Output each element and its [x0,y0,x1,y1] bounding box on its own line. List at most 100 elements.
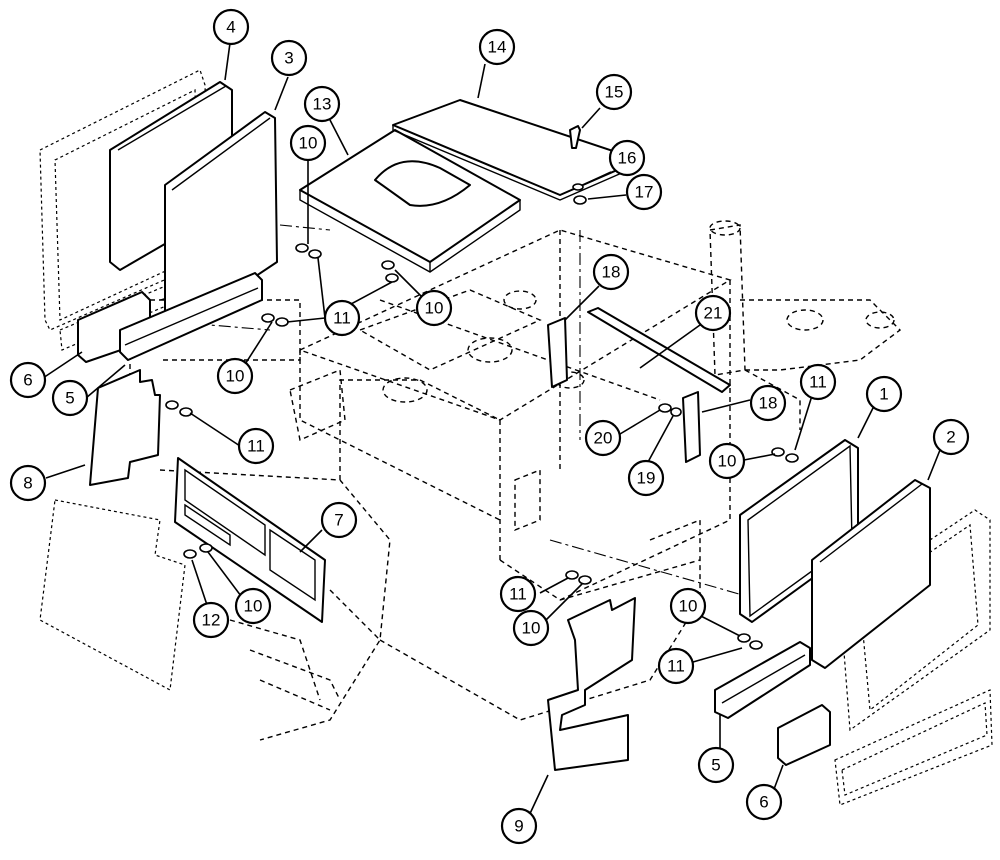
callout-17: 17 [625,173,663,211]
svg-text:11: 11 [509,585,527,604]
svg-text:19: 19 [637,469,656,488]
svg-text:9: 9 [514,817,523,836]
nut-icon [565,570,579,580]
callout-8: 8 [9,464,47,502]
callout-6: 6 [9,361,47,399]
svg-text:10: 10 [299,134,318,153]
callout-10: 10 [234,587,272,625]
callout-4: 4 [212,8,250,46]
callout-11: 11 [323,299,361,337]
svg-text:10: 10 [226,367,245,386]
washer-icon [572,183,584,191]
svg-text:10: 10 [679,597,698,616]
svg-text:11: 11 [809,373,827,392]
part-21-rod [587,307,731,393]
callout-12: 12 [192,601,230,639]
svg-text:10: 10 [425,299,444,318]
callout-15: 15 [595,73,633,111]
washer-icon [749,640,763,650]
callout-14: 14 [478,28,516,66]
washer-icon [785,453,799,463]
svg-text:1: 1 [879,385,888,404]
nut-icon [275,317,289,327]
washer-icon [165,400,179,410]
nut-icon [183,549,197,559]
part-6-block [777,704,831,766]
callout-13: 13 [303,85,341,123]
washer-icon [261,313,275,323]
washer-icon [199,543,213,553]
callout-10: 10 [512,609,550,647]
svg-text:13: 13 [313,95,332,114]
callout-10: 10 [415,289,453,327]
part-9-panel [547,597,636,771]
parts [77,81,931,771]
svg-text:4: 4 [226,18,235,37]
callout-18: 18 [749,384,787,422]
svg-text:7: 7 [334,511,343,530]
svg-text:5: 5 [65,389,74,408]
callout-3: 3 [270,39,308,77]
svg-text:17: 17 [635,183,654,202]
svg-text:10: 10 [718,452,737,471]
part-2-pad [811,479,931,669]
callout-11: 11 [237,427,275,465]
part-15-bolt [569,125,581,149]
nut-icon [308,249,322,259]
callout-19: 19 [627,459,665,497]
callout-9: 9 [500,807,538,845]
svg-text:5: 5 [711,756,720,775]
callout-11: 11 [799,363,837,401]
callout-10: 10 [708,442,746,480]
svg-text:11: 11 [333,309,351,328]
svg-text:11: 11 [667,657,685,676]
svg-text:15: 15 [605,83,624,102]
callout-10: 10 [669,587,707,625]
nut-icon [385,273,399,283]
callout-21: 21 [694,294,732,332]
callouts: 4 3 14 13 15 10 16 17 18 11 10 21 6 5 10… [9,8,970,845]
callout-2: 2 [932,418,970,456]
svg-text:18: 18 [602,263,621,282]
svg-text:10: 10 [244,597,263,616]
part-8-panel [89,369,161,486]
svg-text:8: 8 [23,474,32,493]
callout-11: 11 [499,575,537,613]
svg-text:6: 6 [759,793,768,812]
callout-20: 20 [584,419,622,457]
callout-18: 18 [592,253,630,291]
part-18-bracket [547,317,568,388]
callout-11: 11 [657,647,695,685]
svg-text:11: 11 [247,437,265,456]
part-18-bracket [682,391,701,463]
svg-text:21: 21 [704,304,723,323]
callout-10: 10 [216,357,254,395]
svg-text:6: 6 [23,371,32,390]
svg-text:18: 18 [759,394,778,413]
washer-icon [670,407,682,417]
callout-5: 5 [697,746,735,784]
nut-icon [658,403,672,413]
washer-icon [295,243,309,253]
svg-text:3: 3 [284,49,293,68]
callout-6: 6 [745,783,783,821]
svg-text:12: 12 [202,611,221,630]
nut-icon [737,633,751,643]
callout-16: 16 [608,139,646,177]
leader-lines [39,42,945,821]
svg-text:16: 16 [618,149,637,168]
nut-icon [179,407,193,417]
nut-icon [573,195,587,205]
callout-1: 1 [865,375,903,413]
svg-text:10: 10 [522,619,541,638]
washer-icon [578,575,592,585]
callout-7: 7 [320,501,358,539]
svg-text:14: 14 [488,38,507,57]
callout-5: 5 [51,379,89,417]
svg-text:2: 2 [946,428,955,447]
svg-text:20: 20 [594,429,613,448]
hardware [165,183,799,650]
callout-10: 10 [289,124,327,162]
washer-icon [381,260,395,270]
